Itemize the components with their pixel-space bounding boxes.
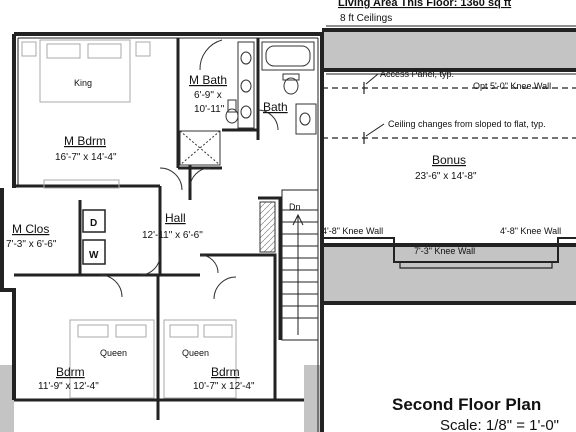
queen-bed-right-label: Queen: [182, 348, 209, 358]
ceiling-height-note: 8 ft Ceilings: [340, 13, 392, 24]
bath-name: Bath: [263, 100, 288, 114]
ceiling-change-note: Ceiling changes from sloped to flat, typ…: [388, 119, 546, 129]
bdrm-left-name: Bdrm: [56, 365, 85, 379]
bonus-name: Bonus: [432, 153, 466, 167]
knee-wall-right-note: 4'-8" Knee Wall: [500, 226, 561, 236]
plan-scale: Scale: 1/8" = 1'-0": [440, 417, 559, 432]
exterior-walls: [0, 28, 576, 432]
interior-walls: [14, 38, 304, 420]
king-bed: King: [39, 39, 131, 103]
bdrm-left-dims: 11'-9" x 12'-4": [38, 381, 99, 392]
bonus-dims: 23'-6" x 14'-8": [415, 171, 477, 182]
m-bath-name: M Bath: [189, 73, 227, 87]
nightstands: [21, 41, 151, 57]
stairs-down-label: Dn: [289, 202, 301, 212]
hall-bath-fixtures: [261, 41, 317, 135]
hall-dims: 12'-11" x 6'-6": [142, 230, 203, 241]
dryer-label: D: [90, 218, 97, 229]
knee-wall-lines: [322, 82, 576, 269]
master-bath-fixtures: [179, 41, 255, 166]
washer-label: W: [89, 250, 99, 261]
m-bdrm-dims: 16'-7" x 14'-4": [55, 152, 117, 163]
stairs: [281, 189, 319, 341]
note-leaders: [365, 73, 385, 137]
m-clos-name: M Clos: [12, 222, 49, 236]
opt-knee-wall-note: Opt 5'-0" Knee Wall: [473, 81, 551, 91]
knee-wall-left-note: 4'-8" Knee Wall: [322, 226, 383, 236]
dresser: [43, 179, 120, 189]
queen-bed-left-label: Queen: [100, 348, 127, 358]
access-panel-note: Access Panel, typ.: [380, 69, 454, 79]
hall-name: Hall: [165, 211, 186, 225]
m-bdrm-name: M Bdrm: [64, 134, 106, 148]
queen-bed-right: [163, 319, 237, 399]
m-bath-dims-b: 10'-11": [194, 104, 225, 115]
queen-bed-left: [69, 319, 155, 399]
bdrm-right-dims: 10'-7" x 12'-4": [193, 381, 255, 392]
king-bed-label: King: [74, 78, 92, 88]
m-clos-dims: 7'-3" x 6'-6": [6, 239, 57, 250]
attic-areas: [0, 28, 576, 432]
bdrm-right-name: Bdrm: [211, 365, 240, 379]
knee-wall-center-note: 7'-3" Knee Wall: [414, 246, 475, 256]
washer-dryer: [82, 209, 106, 265]
plan-title: Second Floor Plan: [392, 395, 541, 414]
chase-hatch: [259, 201, 276, 253]
living-area-title: Living Area This Floor: 1360 sq ft: [338, 0, 512, 9]
m-bath-dims-a: 6'-9" x: [194, 90, 222, 101]
door-swings: [99, 39, 279, 300]
